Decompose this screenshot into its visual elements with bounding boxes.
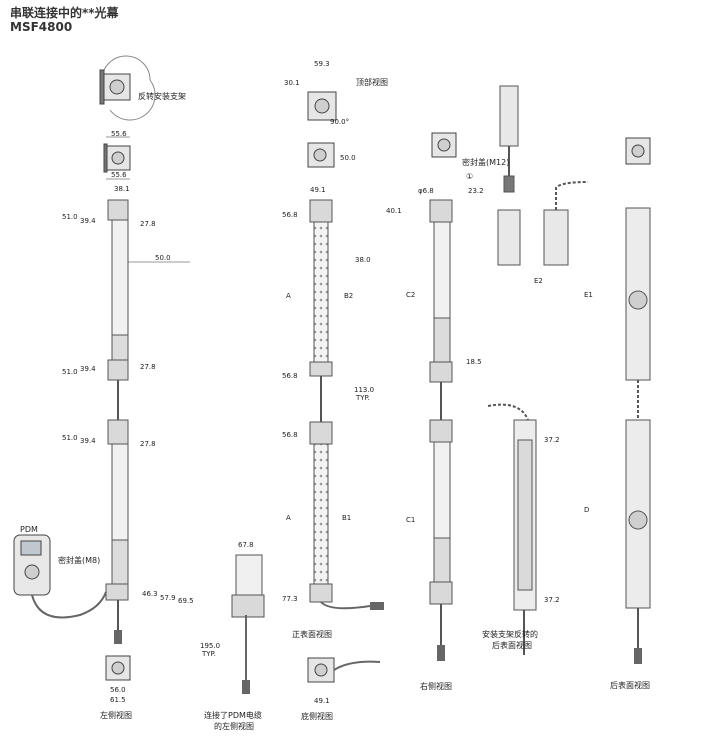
front-top-mount-icon (307, 91, 337, 121)
seal-cap-m8-label: 密封盖(M8) (58, 555, 100, 565)
dim-39-4a: 39.4 (80, 217, 96, 225)
dim-37-2a: 37.2 (544, 436, 560, 444)
pdm-side-caption-1: 连接了PDM电缆 (204, 710, 262, 720)
dim-50-0a: 50.0 (340, 154, 356, 162)
dim-46-3: 46.3 (142, 590, 158, 598)
pdm-device (13, 534, 51, 596)
dim-b2: B2 (344, 292, 353, 300)
dim-38-0: 38.0 (355, 256, 371, 264)
front-view-column: 30.1 59.3 90.0° 顶部视图 50.0 49.1 56.8 38.0… (282, 60, 388, 721)
front-mid-mount-icon (307, 142, 335, 168)
reversed-rear-caption-2: 后表面视图 (492, 640, 532, 650)
dim-195: 195.0 (200, 642, 220, 650)
dim-50-0b: 50.0 (155, 254, 171, 262)
dim-a-lower: A (286, 514, 291, 522)
reversed-rear-caption-1: 安装支架反转的 (482, 629, 538, 639)
dim-e1: E1 (584, 291, 593, 299)
dim-55-6b: 55.6 (111, 171, 127, 179)
dim-51-0c: 51.0 (62, 434, 78, 442)
reverse-bracket-icon (99, 55, 156, 121)
dim-6-8: φ6.8 (418, 187, 434, 195)
right-view-column: φ6.8 23.2 40.1 C2 18.5 C1 右侧视图 (386, 132, 484, 691)
dim-40-1: 40.1 (386, 207, 402, 215)
reversed-rear-view-column: 密封盖(M12) ① E2 37.2 37.2 安装支架反转的 后表面视图 (462, 85, 589, 655)
dim-39-4c: 39.4 (80, 437, 96, 445)
dim-b1: B1 (342, 514, 351, 522)
dim-27-8c: 27.8 (140, 440, 156, 448)
pdm-cable-side-view: 67.8 195.0 TYP. 连接了PDM电缆 的左侧视图 (200, 541, 265, 731)
dim-23-2: 23.2 (468, 187, 484, 195)
dim-56-8a: 56.8 (282, 211, 298, 219)
left-upper-curtain (107, 199, 129, 381)
front-lower-curtain (309, 421, 333, 603)
dim-51-0b: 51.0 (62, 368, 78, 376)
left-top-mount-icon (103, 143, 131, 173)
dim-30-1: 30.1 (284, 79, 300, 87)
pdm-side-caption-2: 的左侧视图 (214, 721, 254, 731)
front-upper-curtain (309, 199, 333, 377)
dim-55-6a: 55.6 (111, 130, 127, 138)
rear-upper-curtain (625, 207, 651, 381)
left-view-column: 反转安装支架 55.6 55.6 38.1 51.0 39.4 27.8 50.… (13, 55, 194, 720)
left-lower-curtain (105, 419, 129, 601)
dim-c1: C1 (406, 516, 415, 524)
typ-label-2: TYP. (201, 650, 216, 658)
dim-39-4b: 39.4 (80, 365, 96, 373)
pdm-label: PDM (20, 525, 38, 534)
dim-57-9: 57.9 (160, 594, 176, 602)
right-upper-curtain (429, 199, 453, 383)
dim-59-3: 59.3 (314, 60, 330, 68)
typ-label-1: TYP. (355, 394, 370, 402)
front-view-caption: 正表面视图 (292, 629, 332, 639)
dim-18-5: 18.5 (466, 358, 482, 366)
dim-e2: E2 (534, 277, 543, 285)
dim-90: 90.0° (330, 118, 349, 126)
dim-56-0: 56.0 (110, 686, 126, 694)
dim-51-0a: 51.0 (62, 213, 78, 221)
reverse-bracket-label: 反转安装支架 (138, 91, 186, 101)
dim-49-1a: 49.1 (310, 186, 326, 194)
top-view-caption: 顶部视图 (356, 77, 388, 87)
dim-27-8b: 27.8 (140, 363, 156, 371)
left-bottom-mount-icon (105, 655, 131, 681)
cable-assembly (499, 85, 519, 193)
right-lower-curtain (429, 419, 453, 605)
dim-69-5: 69.5 (178, 597, 194, 605)
reversed-rear-curtain (487, 403, 537, 611)
dim-49-1b: 49.1 (314, 697, 330, 705)
dim-a-upper: A (286, 292, 291, 300)
right-view-caption: 右侧视图 (420, 681, 452, 691)
seal-cap-m12-label: 密封盖(M12) (462, 157, 509, 167)
dim-56-8b: 56.8 (282, 372, 298, 380)
dim-67-8: 67.8 (238, 541, 254, 549)
marker-1: ① (466, 172, 473, 181)
diagram-title: 串联连接中的**光幕 (10, 6, 119, 20)
dim-61-5: 61.5 (110, 696, 126, 704)
dim-c2: C2 (406, 291, 415, 299)
dim-37-2b: 37.2 (544, 596, 560, 604)
dim-77-3: 77.3 (282, 595, 298, 603)
rear-lower-curtain (625, 419, 651, 609)
rear-view-column: E1 D 后表面视图 (584, 137, 651, 690)
right-top-mount-icon (431, 132, 457, 158)
dim-113: 113.0 (354, 386, 374, 394)
model-number: MSF4800 (10, 20, 73, 34)
rear-view-caption: 后表面视图 (610, 680, 650, 690)
dim-56-8c: 56.8 (282, 431, 298, 439)
dim-38-1: 38.1 (114, 185, 130, 193)
left-view-caption: 左侧视图 (100, 710, 132, 720)
bottom-mount-icon (307, 657, 335, 683)
dim-27-8a: 27.8 (140, 220, 156, 228)
rear-top-mount-icon (625, 137, 651, 165)
dim-d: D (584, 506, 589, 514)
bottom-view-caption: 底侧视图 (301, 711, 333, 721)
